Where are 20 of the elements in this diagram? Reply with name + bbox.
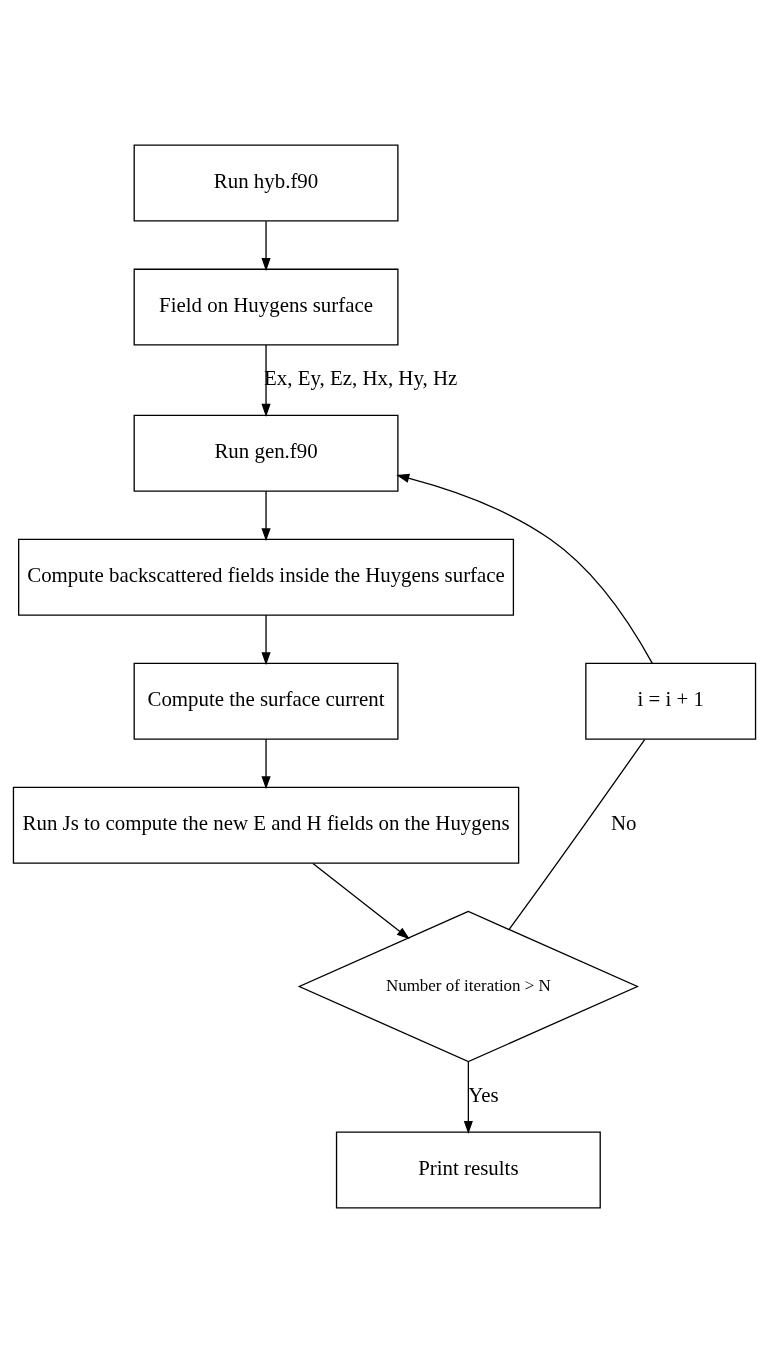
node-box: Print results bbox=[335, 1130, 601, 1208]
node-box: Compute the surface current bbox=[133, 662, 399, 740]
node-box: Field on Huygens surface bbox=[133, 268, 399, 346]
node-box: Run hyb.f90 bbox=[133, 144, 399, 222]
node-box: Run gen.f90 bbox=[133, 414, 399, 492]
arrow bbox=[261, 738, 271, 789]
edge-label: Yes bbox=[468, 1082, 499, 1107]
node-diamond: Number of iteration > N bbox=[297, 910, 640, 1062]
arrow bbox=[312, 862, 410, 939]
node-box: Run Js to compute the new E and H fields on the Huygens bbox=[12, 786, 520, 864]
node-box: Compute backscattered fields inside the Huygens surface bbox=[18, 538, 515, 616]
edge-label: No bbox=[610, 810, 637, 835]
arrow bbox=[463, 1060, 473, 1134]
arrow bbox=[261, 490, 271, 541]
node-box: i = i + 1 bbox=[585, 662, 757, 740]
arrow bbox=[261, 614, 271, 665]
arrow bbox=[261, 220, 271, 271]
arrow bbox=[396, 473, 653, 664]
arrow bbox=[261, 343, 271, 417]
connector bbox=[508, 738, 646, 930]
